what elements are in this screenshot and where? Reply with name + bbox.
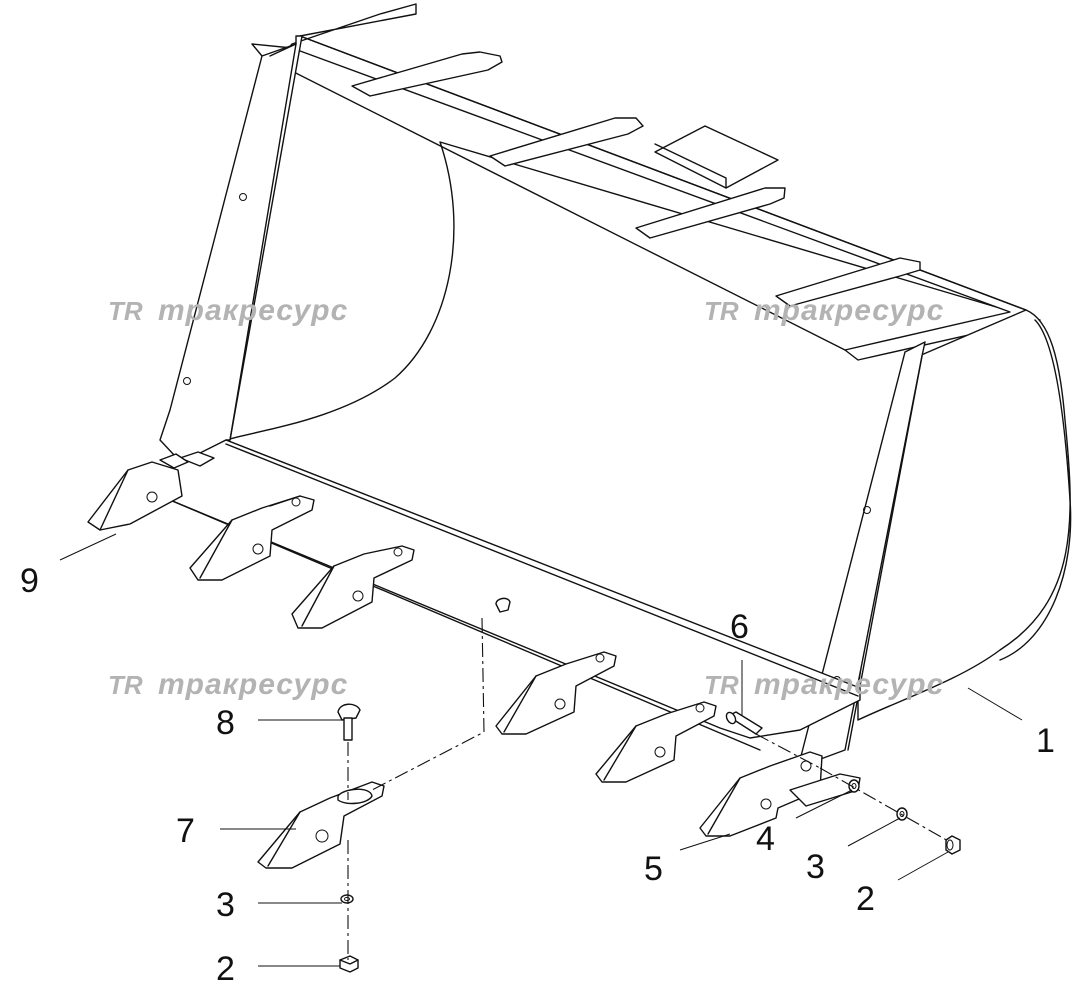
- tooth-left-end: [87, 451, 215, 531]
- watermark-logo: TR: [108, 670, 143, 700]
- callout-1: 1: [1036, 722, 1055, 760]
- tooth-3: [291, 545, 415, 629]
- exploded-washer-3: [340, 894, 354, 904]
- assembly-axes: [347, 617, 951, 960]
- callout-labels: 1 2 2 3 3 4 5 6 7 8 9: [20, 562, 1055, 988]
- exploded-nut-2-right: [945, 835, 961, 855]
- exploded-nut-2: [339, 955, 359, 973]
- callout-3-right: 3: [806, 848, 825, 886]
- callout-6: 6: [730, 608, 749, 646]
- callout-2-left: 2: [216, 950, 235, 988]
- exploded-washer-4: [848, 779, 860, 793]
- watermark-top-left: TR тракресурс: [108, 294, 348, 327]
- tooth-5: [595, 701, 717, 783]
- callout-3-left: 3: [216, 886, 235, 924]
- exploded-pin-6: [725, 711, 763, 735]
- leader-lines: [59, 533, 1023, 967]
- watermark-top-right: TR тракресурс: [704, 294, 944, 327]
- tooth-4: [495, 651, 617, 735]
- watermark-text: тракресурс: [158, 294, 348, 327]
- tooth-right-end: [699, 751, 861, 837]
- watermark-text: тракресурс: [158, 668, 348, 701]
- callout-4: 4: [756, 820, 775, 858]
- watermark-text: тракресурс: [754, 294, 944, 327]
- tooth-2: [189, 495, 315, 581]
- callout-9: 9: [20, 562, 39, 600]
- callout-8: 8: [216, 704, 235, 742]
- watermark-text: тракресурс: [754, 668, 944, 701]
- watermark-logo: TR: [704, 670, 739, 700]
- exploded-washer-3-right: [896, 807, 908, 821]
- watermark-logo: TR: [704, 296, 739, 326]
- watermark-bottom-right: TR тракресурс: [704, 668, 944, 701]
- exploded-bolt-8: [337, 703, 361, 741]
- callout-7: 7: [176, 812, 195, 850]
- exploded-tooth-7: [257, 781, 385, 869]
- bucket-body: [149, 3, 1072, 761]
- watermark-bottom-left: TR тракресурс: [108, 668, 348, 701]
- watermark-logo: TR: [108, 296, 143, 326]
- callout-2-right: 2: [856, 880, 875, 918]
- callout-5: 5: [644, 850, 663, 888]
